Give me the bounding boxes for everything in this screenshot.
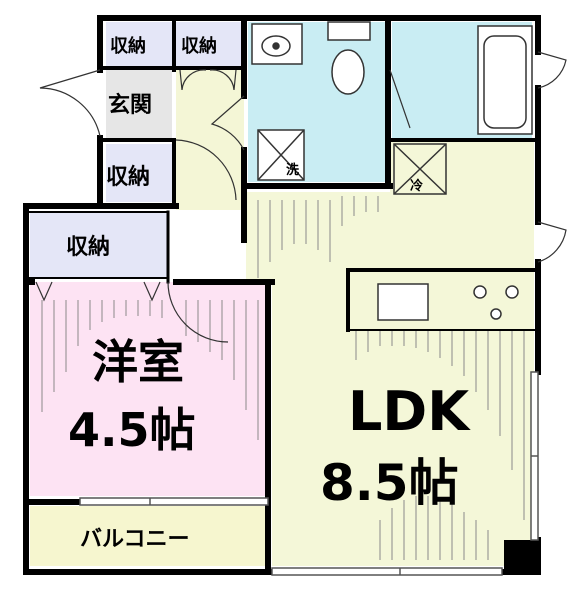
bedroom-floor-lines [41, 300, 259, 440]
balcony-fill [30, 506, 268, 566]
fridge-mark: 冷 [410, 178, 423, 194]
entrance-fill [106, 70, 172, 138]
balcony-label: バルコニー [80, 527, 190, 552]
storage-mid-fill [106, 144, 172, 202]
toilet-icon [327, 21, 371, 95]
storage-bedroom-label: 収納 [66, 234, 110, 260]
bedroom-size: 4.5帖 [68, 403, 196, 457]
bedroom-name: 洋室 [92, 335, 184, 389]
doors [35, 51, 567, 343]
ldk-floor-lines [257, 196, 525, 560]
bedroom-fill [30, 282, 268, 496]
kitchen-sink-icon [377, 283, 429, 321]
washer-mark: 洗 [286, 162, 299, 178]
storage-top-left-fill [106, 22, 172, 66]
washbasin-icon [251, 23, 303, 65]
storage-bedroom-fill [30, 212, 168, 278]
storage-top-right-label: 収納 [181, 35, 217, 57]
entrance-label: 玄関 [108, 92, 152, 118]
bathtub-icon [477, 25, 533, 135]
ldk-size: 8.5帖 [320, 454, 459, 512]
windows [79, 371, 539, 576]
fridge-space [393, 143, 447, 195]
hall-fill [176, 70, 244, 210]
storage-mid-label: 収納 [106, 164, 150, 190]
structural-column [504, 540, 540, 574]
storage-top-left-label: 収納 [110, 35, 146, 57]
storage-top-right-fill [176, 22, 242, 66]
ldk-name: LDK [348, 380, 471, 443]
washer-pan [257, 129, 305, 181]
stove-icon [473, 285, 519, 320]
